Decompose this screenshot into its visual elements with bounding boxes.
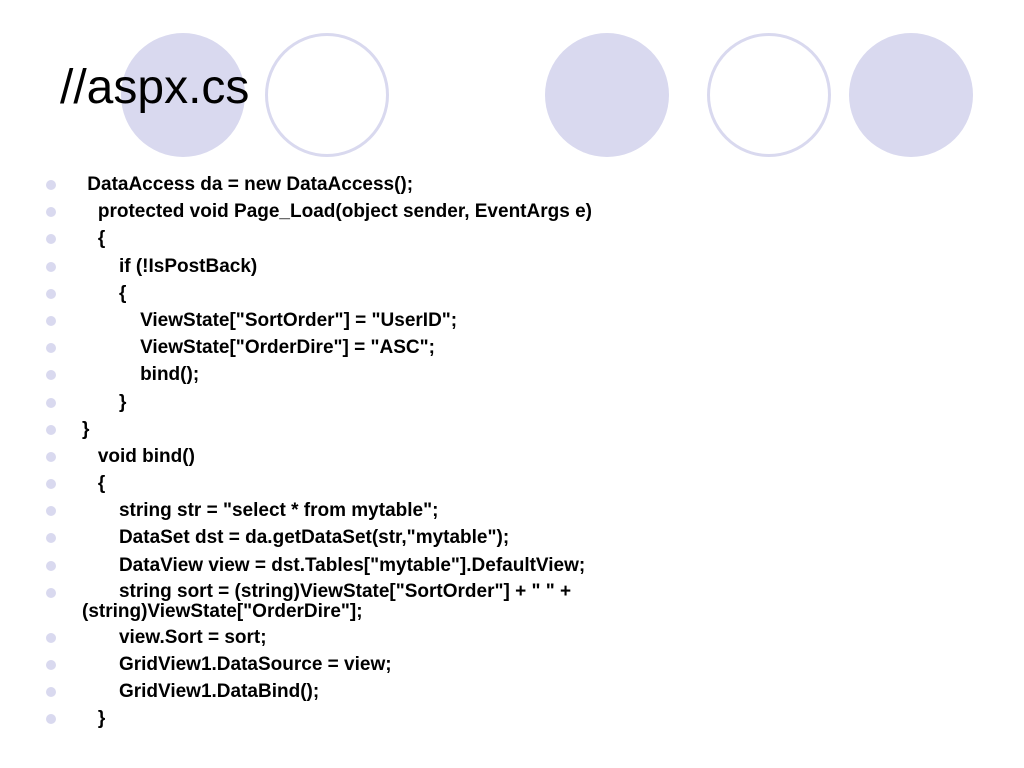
code-text: ViewState["OrderDire"] = "ASC"; (82, 337, 435, 359)
bullet-icon (46, 180, 56, 190)
decorative-circle (121, 33, 245, 157)
bullet-icon (46, 315, 56, 326)
bullet-icon (46, 451, 56, 462)
code-text: GridView1.DataBind(); (82, 681, 320, 703)
bullet-icon (46, 343, 56, 354)
code-text: string sort = (string)ViewState["SortOrd… (82, 580, 572, 622)
bullet-icon (46, 397, 56, 408)
code-text: ViewState["SortOrder"] = "UserID"; (82, 309, 458, 331)
code-line: GridView1.DataBind(); (0, 678, 1024, 705)
code-text: { (82, 282, 127, 304)
bullet-icon (46, 506, 56, 517)
bullet-icon (46, 632, 56, 643)
code-line: { (0, 470, 1024, 497)
code-line: } (0, 705, 1024, 732)
bullet-icon (46, 533, 56, 544)
code-text: { (82, 228, 106, 250)
code-text: } (82, 391, 127, 413)
code-text: } (82, 418, 90, 440)
decorative-circle-outline (707, 33, 831, 157)
bullet-icon (46, 587, 56, 598)
bullet-icon (46, 370, 56, 381)
code-text: GridView1.DataSource = view; (82, 654, 392, 675)
code-text: DataAccess da = new DataAccess(); (82, 174, 414, 195)
code-line: if (!IsPostBack) (0, 253, 1024, 280)
code-line: ViewState["OrderDire"] = "ASC"; (0, 334, 1024, 361)
bullet-icon (46, 479, 56, 490)
bullet-icon (46, 234, 56, 245)
code-text: void bind() (82, 445, 195, 467)
code-line: } (0, 416, 1024, 443)
bullet-icon (46, 288, 56, 299)
slide-title: //aspx.cs (60, 61, 250, 114)
code-list: DataAccess da = new DataAccess(); protec… (0, 171, 1024, 733)
code-line: { (0, 225, 1024, 252)
code-line: string str = "select * from mytable"; (0, 497, 1024, 524)
code-line: void bind() (0, 443, 1024, 470)
code-line: DataSet dst = da.getDataSet(str,"mytable… (0, 524, 1024, 551)
bullet-icon (46, 207, 56, 218)
code-line: string sort = (string)ViewState["SortOrd… (0, 579, 1024, 624)
code-line: DataAccess da = new DataAccess(); (0, 171, 1024, 198)
code-line: protected void Page_Load(object sender, … (0, 198, 1024, 225)
bullet-icon (46, 660, 56, 670)
code-line: view.Sort = sort; (0, 624, 1024, 651)
code-text: DataView view = dst.Tables["mytable"].De… (82, 554, 586, 576)
bullet-icon (46, 560, 56, 571)
bullet-icon (46, 714, 56, 725)
bullet-icon (46, 261, 56, 272)
bullet-icon (46, 687, 56, 698)
decorative-circle-outline (265, 33, 389, 157)
decorative-circle (849, 33, 973, 157)
code-line: { (0, 280, 1024, 307)
decorative-circle (545, 33, 669, 157)
code-text: protected void Page_Load(object sender, … (82, 201, 592, 223)
code-text: { (82, 473, 106, 495)
code-text: bind(); (82, 364, 200, 386)
code-text: if (!IsPostBack) (82, 255, 258, 277)
code-line: DataView view = dst.Tables["mytable"].De… (0, 552, 1024, 579)
code-line: bind(); (0, 361, 1024, 388)
code-text: string str = "select * from mytable"; (82, 500, 439, 522)
code-line: ViewState["SortOrder"] = "UserID"; (0, 307, 1024, 334)
code-text: DataSet dst = da.getDataSet(str,"mytable… (82, 527, 510, 549)
code-line: GridView1.DataSource = view; (0, 651, 1024, 678)
code-line: } (0, 389, 1024, 416)
code-text: view.Sort = sort; (82, 626, 267, 648)
bullet-icon (46, 424, 56, 435)
code-text: } (82, 708, 106, 730)
